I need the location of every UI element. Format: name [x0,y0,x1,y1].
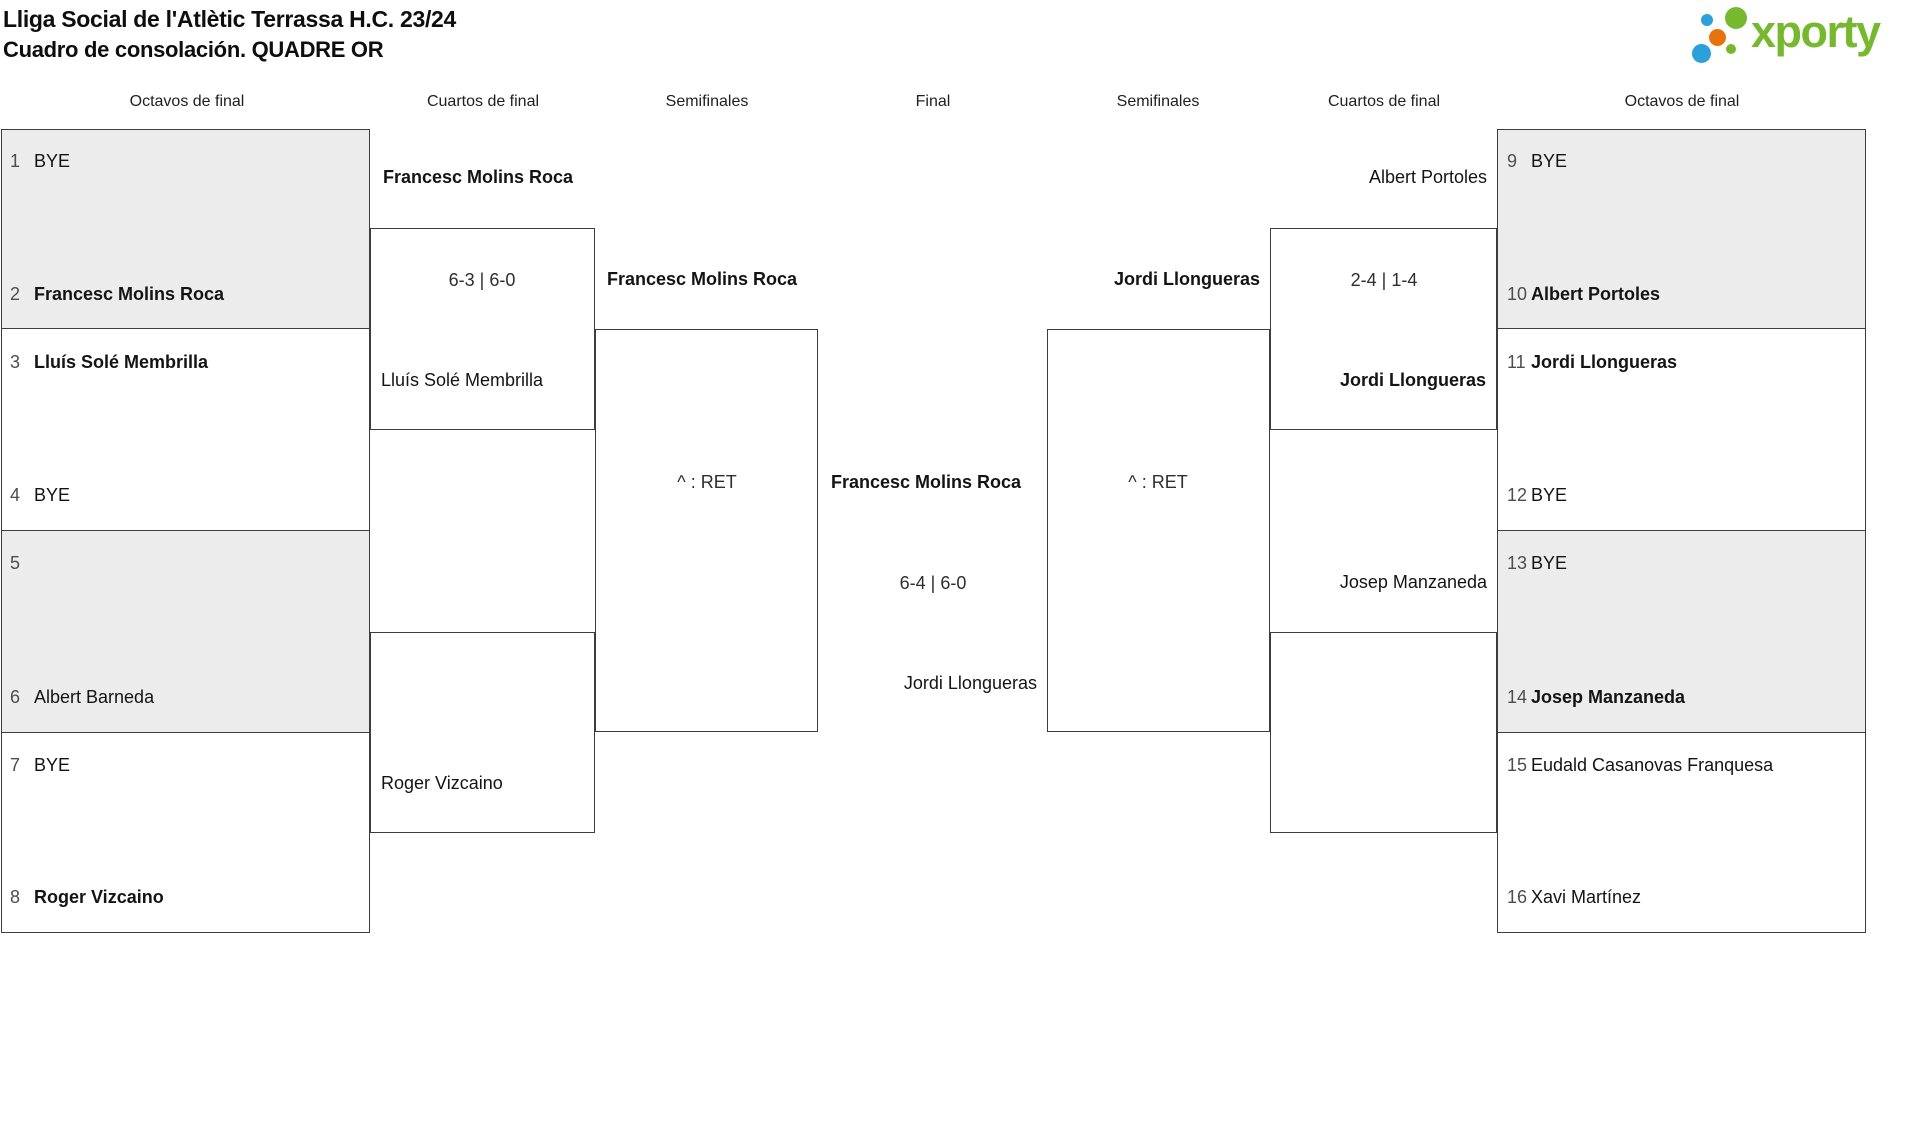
logo-dot-green-large [1725,7,1747,29]
seed-number: 7 [10,755,21,775]
player-name: Roger Vizcaino [34,887,164,907]
seed-number: 8 [10,887,21,907]
seed-number: 15 [1507,755,1528,775]
seed-number: 3 [10,352,21,372]
column-header-final: Final [915,93,951,110]
seed-row-9: 9 BYE [1507,149,1567,173]
seed-number: 1 [10,151,21,171]
player-name: Albert Barneda [34,687,155,707]
final-runner-up-label: Jordi Llongueras [903,673,1037,693]
qf-left-top-box [370,228,595,430]
tournament-title: Lliga Social de l'Atlètic Terrassa H.C. … [3,6,457,32]
player-name: BYE [34,151,71,171]
logo-dot-blue-small [1701,14,1713,26]
seed-number: 14 [1507,687,1528,707]
seed-number: 11 [1507,352,1526,372]
qf-right-top-score: 2-4 | 1-4 [1350,270,1418,290]
sf-left-box [595,329,818,732]
player-name: Josep Manzaneda [1531,687,1686,707]
player-name: Lluís Solé Membrilla [34,352,209,372]
page-title-block: Lliga Social de l'Atlètic Terrassa H.C. … [3,4,456,65]
qf-left-top-player1-label: Francesc Molins Roca [383,167,574,187]
column-header-octavos-right: Octavos de final [1624,93,1740,110]
seed-number: 9 [1507,151,1518,171]
bracket-subtitle: Cuadro de consolación. QUADRE OR [3,37,384,62]
column-header-semifinales-left: Semifinales [665,93,749,110]
seed-number: 2 [10,284,21,304]
qf-left-top-player2-label: Lluís Solé Membrilla [381,370,544,390]
seed-row-7: 7 BYE [10,753,70,777]
sf-right-box [1047,329,1270,732]
r16-left-match-2-box [2,329,369,531]
sf-right-winner-label: Jordi Llongueras [1113,269,1260,289]
player-name: BYE [34,755,71,775]
player-name: BYE [1531,553,1568,573]
final-winner-label: Francesc Molins Roca [831,472,1022,492]
qf-right-bottom-player1-label: Josep Manzaneda [1339,572,1487,592]
qf-right-top-player2-label: Jordi Llongueras [1339,370,1486,390]
qf-left-bottom-box [370,632,595,833]
final-score: 6-4 | 6-0 [899,573,967,593]
qf-left-top-score: 6-3 | 6-0 [448,270,516,290]
seed-row-3: 3 Lluís Solé Membrilla [10,350,208,374]
player-name: Jordi Llongueras [1531,352,1678,372]
qf-left-bottom-player2-label: Roger Vizcaino [381,773,503,793]
sf-right-score: ^ : RET [1128,472,1188,492]
seed-number: 12 [1507,485,1528,505]
player-name: Xavi Martínez [1531,887,1642,907]
r16-right-column [1497,129,1866,933]
seed-row-5: 5 [10,551,34,575]
seed-number: 6 [10,687,21,707]
seed-number: 4 [10,485,21,505]
logo-dot-green-small [1726,44,1736,54]
logo-wordmark: xporty [1751,6,1881,57]
seed-row-6: 6 Albert Barneda [10,685,154,709]
seed-number: 13 [1507,553,1528,573]
r16-right-match-1-box [1498,130,1865,329]
seed-row-2: 2 Francesc Molins Roca [10,282,224,306]
player-name: Albert Portoles [1531,284,1661,304]
qf-right-top-player1-label: Albert Portoles [1368,167,1487,187]
seed-number: 5 [10,553,21,573]
r16-left-match-3-box [2,531,369,733]
sf-left-winner-label: Francesc Molins Roca [607,269,798,289]
seed-row-1: 1 BYE [10,149,70,173]
player-name: BYE [34,485,71,505]
player-name: BYE [1531,485,1568,505]
r16-right-match-2-box [1498,329,1865,531]
r16-left-column [1,129,370,933]
seed-number: 10 [1507,284,1528,304]
sf-left-score: ^ : RET [677,472,737,492]
column-header-cuartos-right: Cuartos de final [1327,93,1441,110]
player-name: Eudald Casanovas Franquesa [1531,755,1774,775]
qf-right-top-box [1270,228,1497,430]
seed-row-4: 4 BYE [10,483,70,507]
player-name: BYE [1531,151,1568,171]
r16-right-match-3-box [1498,531,1865,733]
logo-dot-blue-large [1692,44,1711,63]
column-header-semifinales-right: Semifinales [1116,93,1200,110]
player-name: Francesc Molins Roca [34,284,225,304]
column-header-octavos-left: Octavos de final [129,93,245,110]
qf-right-bottom-box [1270,632,1497,833]
seed-row-8: 8 Roger Vizcaino [10,885,164,909]
logo-dot-orange [1709,29,1726,46]
seed-number: 16 [1507,887,1528,907]
xporty-logo[interactable]: xporty [1688,2,1916,70]
r16-left-match-1-box [2,130,369,329]
column-header-cuartos-left: Cuartos de final [426,93,540,110]
